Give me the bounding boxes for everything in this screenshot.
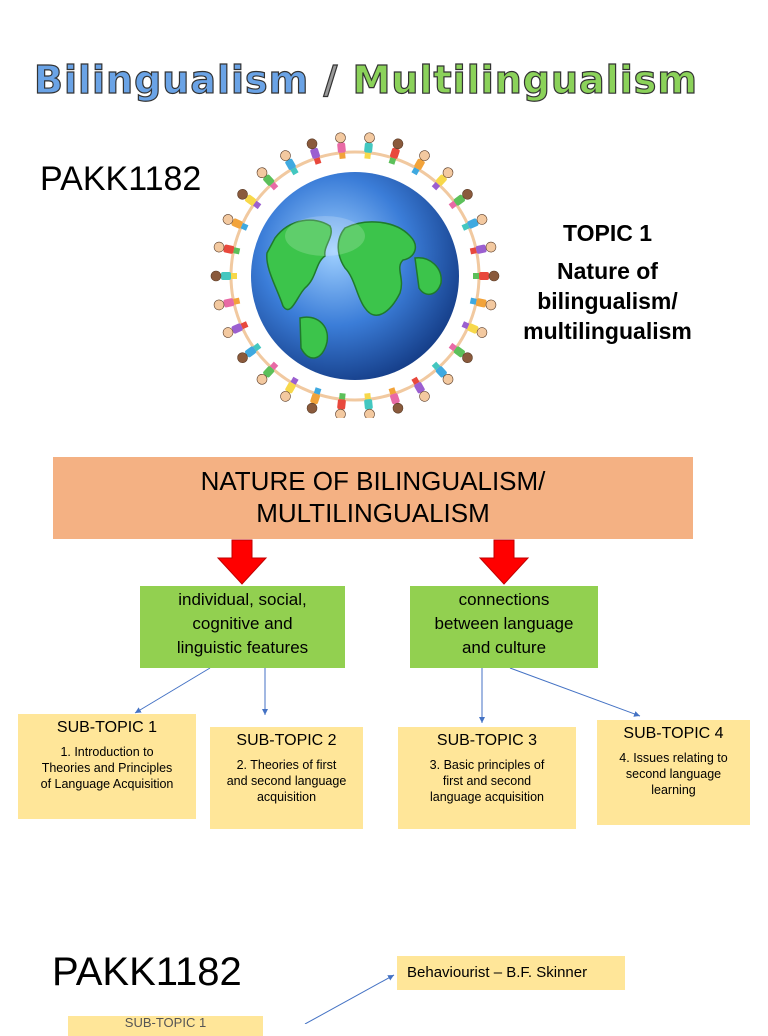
child-figure-icon [237,342,262,364]
child-figure-icon [469,297,497,311]
globe-children-illustration [205,128,505,420]
branch-line: linguistic features [176,638,309,657]
banner-title: Bilingualism / Multilingualism [33,57,734,118]
subtopic-1-box: SUB-TOPIC 1 1. Introduction to Theories … [18,714,196,819]
child-figure-icon [256,167,279,191]
course-code: PAKK1182 [40,160,202,198]
subtopic-3-box: SUB-TOPIC 3 3. Basic principles of first… [398,727,576,829]
topic-title-line: Nature of [557,258,658,284]
child-figure-icon [213,241,241,255]
topic-title-line: multilingualism [523,318,692,344]
subtopic-title: SUB-TOPIC 3 [436,732,538,749]
child-figure-icon [237,188,262,210]
child-figure-icon [461,214,488,231]
subtopic-desc-line: and second language [226,774,347,788]
child-figure-icon [280,150,299,176]
subtopic-desc-line: acquisition [256,790,317,804]
child-figure-icon [388,387,404,414]
child-figure-icon [411,376,430,402]
main-box-line: MULTILINGUALISM [256,498,490,528]
child-figure-icon [411,150,430,176]
child-figure-icon [306,138,322,165]
child-figure-icon [473,270,500,282]
nature-main-box: NATURE OF BILINGUALISM/ MULTILINGUALISM [53,457,693,539]
branch-line: individual, social, [178,590,307,609]
child-figure-icon [448,188,473,210]
connector-to-subtopic-4 [509,667,641,717]
child-figure-icon [210,270,237,282]
child-figure-icon [431,361,454,385]
subtopic-desc-line: learning [651,783,696,797]
subtopic-4-box: SUB-TOPIC 4 4. Issues relating to second… [597,720,750,825]
subtopic-partial-box: SUB-TOPIC 1 [68,1016,263,1036]
child-figure-icon [364,132,375,159]
child-figure-icon [222,321,249,338]
child-figure-icon [222,214,249,231]
banner-separator: / [309,57,353,102]
child-figure-icon [431,167,454,191]
connector-to-subtopic-1 [134,667,211,714]
child-figure-icon [280,376,299,402]
subtopic-desc-line: first and second [442,774,532,788]
child-figure-icon [256,361,279,385]
behaviourist-box: Behaviourist – B.F. Skinner [397,956,625,990]
child-figure-icon [461,321,488,338]
subtopic-desc-line: 2. Theories of first [236,758,337,772]
subtopic-desc-line: second language [625,767,722,781]
subtopic-2-box: SUB-TOPIC 2 2. Theories of first and sec… [210,727,363,829]
child-figure-icon [306,387,322,414]
subtopic-desc-line: 3. Basic principles of [429,758,545,772]
branch-features-box: individual, social, cognitive and lingui… [140,586,345,668]
topic-number: TOPIC 1 [562,220,653,246]
banner-word-multilingualism: Multilingualism [352,57,698,102]
subtopic-desc-line: language acquisition [430,790,544,804]
subtopic-desc-line: of Language Acquisition [40,777,174,791]
red-arrow-left [216,539,268,585]
subtopic-title: SUB-TOPIC 2 [236,732,337,749]
branch-line: between language [434,614,574,633]
branch-line: and culture [461,638,547,657]
topic-block: TOPIC 1 Nature of bilingualism/ multilin… [500,218,715,346]
branch-line: cognitive and [192,614,293,633]
child-figure-icon [335,393,346,420]
child-figure-icon [388,138,404,165]
branch-connections-box: connections between language and culture [410,586,598,668]
subtopic-desc-line: 1. Introduction to [60,745,154,759]
child-figure-icon [364,393,375,420]
connector-to-behaviourist [304,974,395,1024]
subtopic-title: SUB-TOPIC 4 [623,725,724,742]
banner-word-bilingualism: Bilingualism [33,57,310,102]
topic-title-line: bilingualism/ [537,288,678,314]
red-arrow-right [478,539,530,585]
branch-line: connections [458,590,550,609]
child-figure-icon [213,297,241,311]
subtopic-desc-line: 4. Issues relating to [619,751,728,765]
child-figure-icon [335,132,346,159]
course-code: PAKK1182 [52,950,242,994]
child-figure-icon [448,342,473,364]
subtopic-desc-line: Theories and Principles [41,761,173,775]
globe-icon [210,132,500,420]
child-figure-icon [469,241,497,255]
subtopic-title: SUB-TOPIC 1 [56,719,158,736]
main-box-line: NATURE OF BILINGUALISM/ [200,466,546,496]
